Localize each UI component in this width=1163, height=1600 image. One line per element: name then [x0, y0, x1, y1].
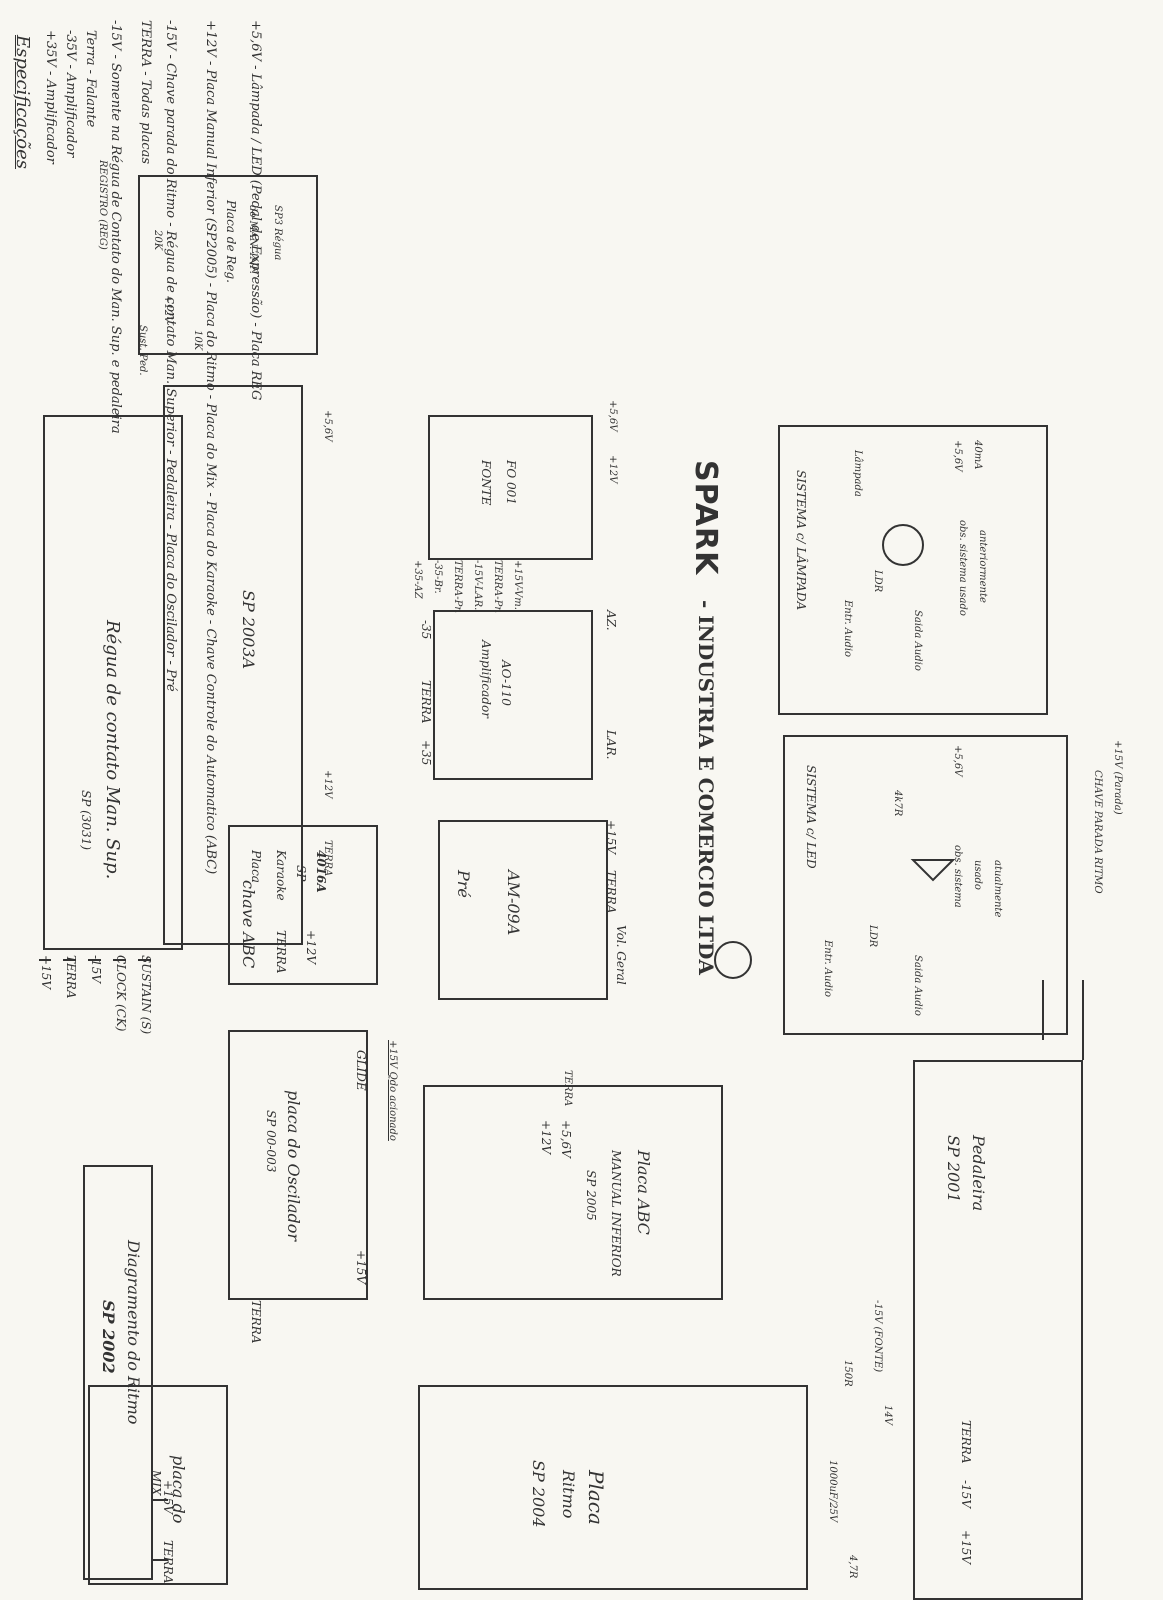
schematic-sheet: Diagramento do Ritmo SP 2002 TERRA +15V … [12, 20, 1123, 1600]
rotated-drawing: Diagramento do Ritmo SP 2002 TERRA +15V … [12, 20, 1123, 1600]
wiring-lines [39, 524, 1084, 1561]
